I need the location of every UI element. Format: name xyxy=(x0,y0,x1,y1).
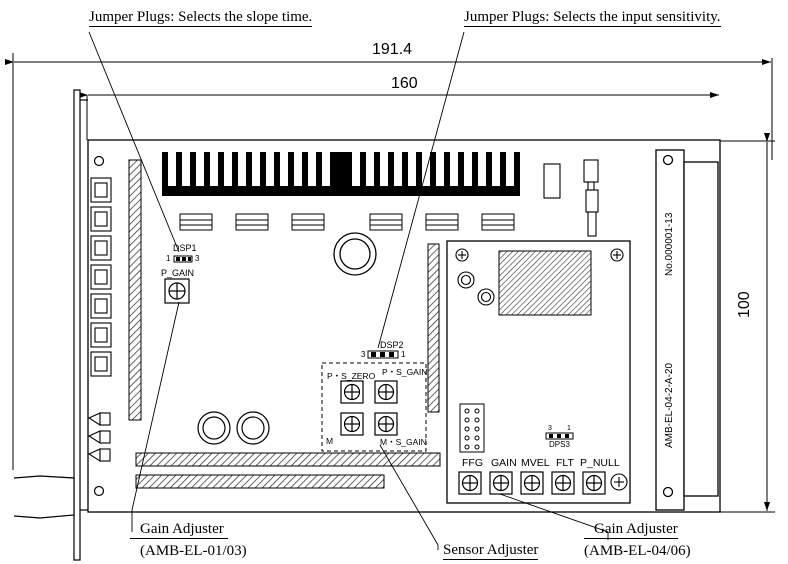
serial-number-label: No.000001-13 xyxy=(664,212,675,276)
dsp1-pin-right: 3 xyxy=(195,254,200,263)
gain-adjuster-left-title: Gain Adjuster xyxy=(130,520,228,539)
callout-jumper-slope: Jumper Plugs: Selects the slope time. xyxy=(89,9,313,27)
daughter-board-screws xyxy=(455,248,628,491)
p-s-zero-label: P・S_ZERO xyxy=(327,371,376,381)
dsp1-label: DSP1 xyxy=(173,243,197,253)
callout-sensor-adjuster: Sensor Adjuster xyxy=(443,542,539,560)
connector-strip-horizontal-lower xyxy=(135,474,385,489)
gain-adjuster-right-model: (AMB-EL-04/06) xyxy=(584,543,691,559)
sensor-potentiometers xyxy=(340,380,398,436)
dps3-jumper xyxy=(545,432,574,440)
ffg-label: FFG xyxy=(462,457,483,469)
callout-jumper-sensitivity: Jumper Plugs: Selects the input sensitiv… xyxy=(464,9,721,27)
pin-header xyxy=(459,403,485,453)
leader-lines xyxy=(88,31,609,550)
dps3-pin-left: 3 xyxy=(548,425,552,432)
side-connectors xyxy=(90,177,112,377)
p-gain-label: P_GAIN xyxy=(161,268,195,278)
fuse-component xyxy=(543,159,599,237)
edge-connector xyxy=(655,149,719,511)
dsp2-pin-right: 1 xyxy=(401,350,406,359)
p-gain-potentiometer xyxy=(164,278,190,304)
front-panel xyxy=(73,89,88,561)
mvel-label: MVEL xyxy=(521,457,550,469)
large-capacitor xyxy=(333,232,377,276)
gain-potentiometers xyxy=(458,471,606,495)
power-transistors xyxy=(179,213,515,231)
mounting-hole-icon xyxy=(93,485,105,497)
m-label: M xyxy=(326,436,334,446)
dsp2-pin-left: 3 xyxy=(361,350,366,359)
daughter-board-ic xyxy=(498,250,592,316)
callout-gain-adjuster-right: Gain Adjuster (AMB-EL-04/06) xyxy=(584,520,691,560)
small-capacitors xyxy=(197,411,270,445)
p-null-label: P_NULL xyxy=(580,457,620,469)
flt-label: FLT xyxy=(556,457,574,469)
mounting-hole-icon xyxy=(93,155,105,167)
front-handle xyxy=(13,475,75,519)
dsp1-jumper xyxy=(173,255,193,263)
led-indicators xyxy=(87,412,111,463)
dimension-overall-width-label: 191.4 xyxy=(372,41,413,58)
dsp2-label: DSP2 xyxy=(380,340,404,350)
model-number-label: AMB-EL-04-2-A-20 xyxy=(664,362,675,448)
connector-strip-horizontal-upper xyxy=(135,452,441,467)
dimension-board-width xyxy=(79,92,719,140)
sensor-adjuster-group xyxy=(321,362,427,452)
heatsink xyxy=(162,152,520,196)
connector-strip-vertical-left xyxy=(128,159,142,421)
dimension-board-width-label: 160 xyxy=(391,75,418,92)
callout-gain-adjuster-left: Gain Adjuster (AMB-EL-01/03) xyxy=(130,520,247,560)
daughter-board-capacitors xyxy=(457,271,495,306)
dsp1-pin-left: 1 xyxy=(166,254,171,263)
dsp2-jumper xyxy=(367,350,399,359)
gain-adjuster-left-model: (AMB-EL-01/03) xyxy=(140,543,247,559)
dimension-overall-width xyxy=(5,53,773,470)
gain-adjuster-right-title: Gain Adjuster xyxy=(584,520,678,539)
connector-strip-vertical-right xyxy=(427,243,440,413)
dimension-board-height-label: 100 xyxy=(736,291,753,318)
p-s-gain-label: P・S_GAIN xyxy=(382,367,428,377)
gain-label: GAIN xyxy=(491,457,517,469)
dps3-pin-right: 1 xyxy=(567,425,571,432)
m-s-gain-label: M・S_GAIN xyxy=(380,437,427,447)
dimension-board-height xyxy=(720,133,775,513)
dps3-label: DPS3 xyxy=(549,440,570,449)
